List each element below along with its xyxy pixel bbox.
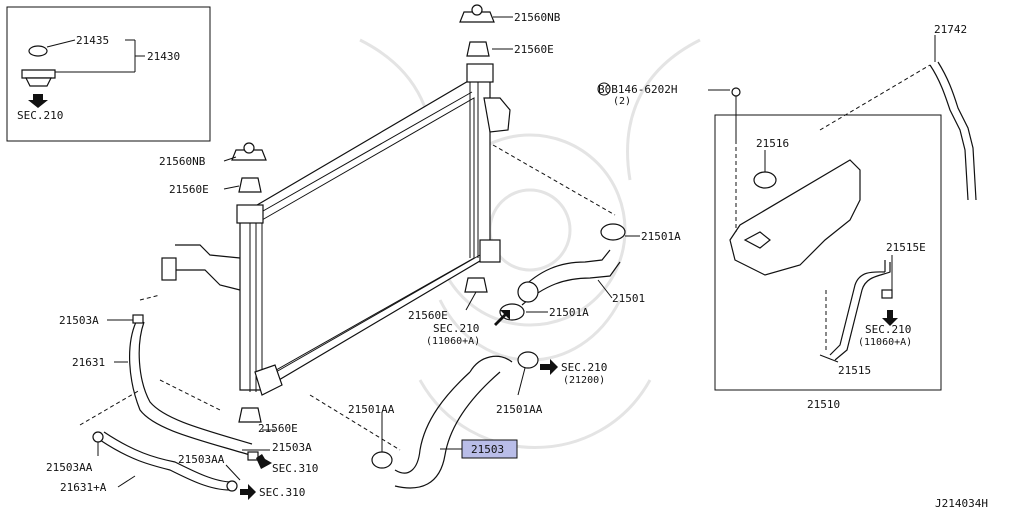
label-sec310-a[interactable]: SEC.310 — [272, 462, 318, 475]
reservoir-tank-icon — [729, 159, 861, 276]
label-sec210-b-sub: (21200) — [563, 375, 605, 386]
clamp-tank-icon — [881, 289, 893, 299]
clamp-upper-right-icon — [600, 223, 626, 241]
leader-lines-dashed — [79, 64, 931, 451]
radiator-cap-icon — [21, 69, 56, 79]
label-clamp-aa-mid[interactable]: 21501AA — [496, 403, 543, 416]
label-clamp-a-left[interactable]: 21503A — [59, 314, 99, 327]
part-labels: 21560NB 21560E 21560NB 21560E 21560E 215… — [46, 11, 988, 510]
upper-hose — [499, 223, 626, 321]
label-clamp-tank[interactable]: 21515E — [886, 241, 926, 254]
top-mounts — [231, 4, 495, 423]
label-sec310-b[interactable]: SEC.310 — [259, 486, 305, 499]
mount-e-left-icon — [238, 177, 262, 193]
label-hose-21631a[interactable]: 21631+A — [60, 481, 107, 494]
label-bolt-qty: (2) — [613, 96, 631, 107]
label-bracket-nb-left[interactable]: 21560NB — [159, 155, 206, 168]
arrow-down-icon — [28, 94, 48, 108]
label-mount-e-center[interactable]: 21560E — [408, 309, 448, 322]
flow-arrows — [240, 310, 898, 500]
clamp-aa-mid-icon — [517, 351, 539, 369]
label-mount-e-bottom[interactable]: 21560E — [258, 422, 298, 435]
cap-seal-ring — [28, 45, 48, 57]
mount-e-center-icon — [464, 277, 488, 293]
mount-e-top-icon — [466, 41, 490, 57]
label-reservoir[interactable]: 21510 — [807, 398, 840, 411]
label-sec210-b[interactable]: SEC.210 — [561, 361, 607, 374]
label-mount-e-top[interactable]: 21560E — [514, 43, 554, 56]
label-sec210-a[interactable]: SEC.210 — [433, 322, 479, 335]
label-cap-seal: 21435 — [76, 34, 109, 47]
label-clamp-aa-lower[interactable]: 21503AA — [178, 453, 225, 466]
radiator-core — [161, 63, 511, 396]
label-sec210-c-sub: (11060+A) — [858, 337, 912, 348]
label-cap-assembly: 21430 — [147, 50, 180, 63]
hose-21631 — [129, 314, 259, 461]
tank-hose-top-icon — [929, 64, 969, 201]
label-tank-cap[interactable]: 21516 — [756, 137, 789, 150]
label-bolt[interactable]: B0B146-6202H — [598, 83, 677, 96]
arrow-down-icon — [882, 310, 898, 326]
bolt-circle-icon — [597, 82, 611, 96]
label-lower-hose[interactable]: 21503 — [471, 443, 504, 456]
clamp-aa-left-icon — [371, 451, 393, 469]
highlight-box — [461, 439, 518, 459]
upper-outlet-icon — [483, 97, 511, 133]
label-sec210-a-sub: (11060+A) — [426, 336, 480, 347]
clamp-a-lower-icon — [247, 451, 259, 461]
label-tank-hose-top[interactable]: 21742 — [934, 23, 967, 36]
mount-e-bottom-icon — [238, 407, 262, 423]
tank-hose-icon — [829, 260, 886, 356]
clamp-aa-far-left-icon — [92, 431, 104, 443]
label-diagram-id: J214034H — [935, 497, 988, 510]
inset-box: 21435 21430 SEC.210 — [6, 6, 211, 142]
label-bracket-nb-top[interactable]: 21560NB — [514, 11, 561, 24]
arrow-down-left-icon — [494, 310, 510, 326]
label-clamp-upper-right[interactable]: 21501A — [641, 230, 681, 243]
label-inset-sec: SEC.210 — [17, 109, 63, 122]
label-tank-hose[interactable]: 21515 — [838, 364, 871, 377]
lower-outlet-icon — [254, 364, 283, 396]
tank-cap-icon — [753, 171, 777, 189]
clamp-aa-lower-icon — [226, 480, 238, 492]
arrow-right-icon — [240, 484, 256, 500]
arrow-right-icon — [540, 359, 558, 375]
arrow-right-icon — [256, 454, 272, 469]
label-hose-21631[interactable]: 21631 — [72, 356, 105, 369]
label-mount-e-left[interactable]: 21560E — [169, 183, 209, 196]
leader-lines — [97, 16, 936, 488]
hose-21631a — [92, 431, 238, 492]
label-clamp-aa-left[interactable]: 21501AA — [348, 403, 395, 416]
reservoir-box — [714, 61, 977, 391]
label-upper-hose[interactable]: 21501 — [612, 292, 645, 305]
label-clamp-upper-mid[interactable]: 21501A — [549, 306, 589, 319]
label-clamp-aa-far-left[interactable]: 21503AA — [46, 461, 93, 474]
clamp-a-left-icon — [132, 314, 144, 324]
label-sec210-c[interactable]: SEC.210 — [865, 323, 911, 336]
lower-hose — [371, 351, 539, 489]
label-clamp-a-lower[interactable]: 21503A — [272, 441, 312, 454]
